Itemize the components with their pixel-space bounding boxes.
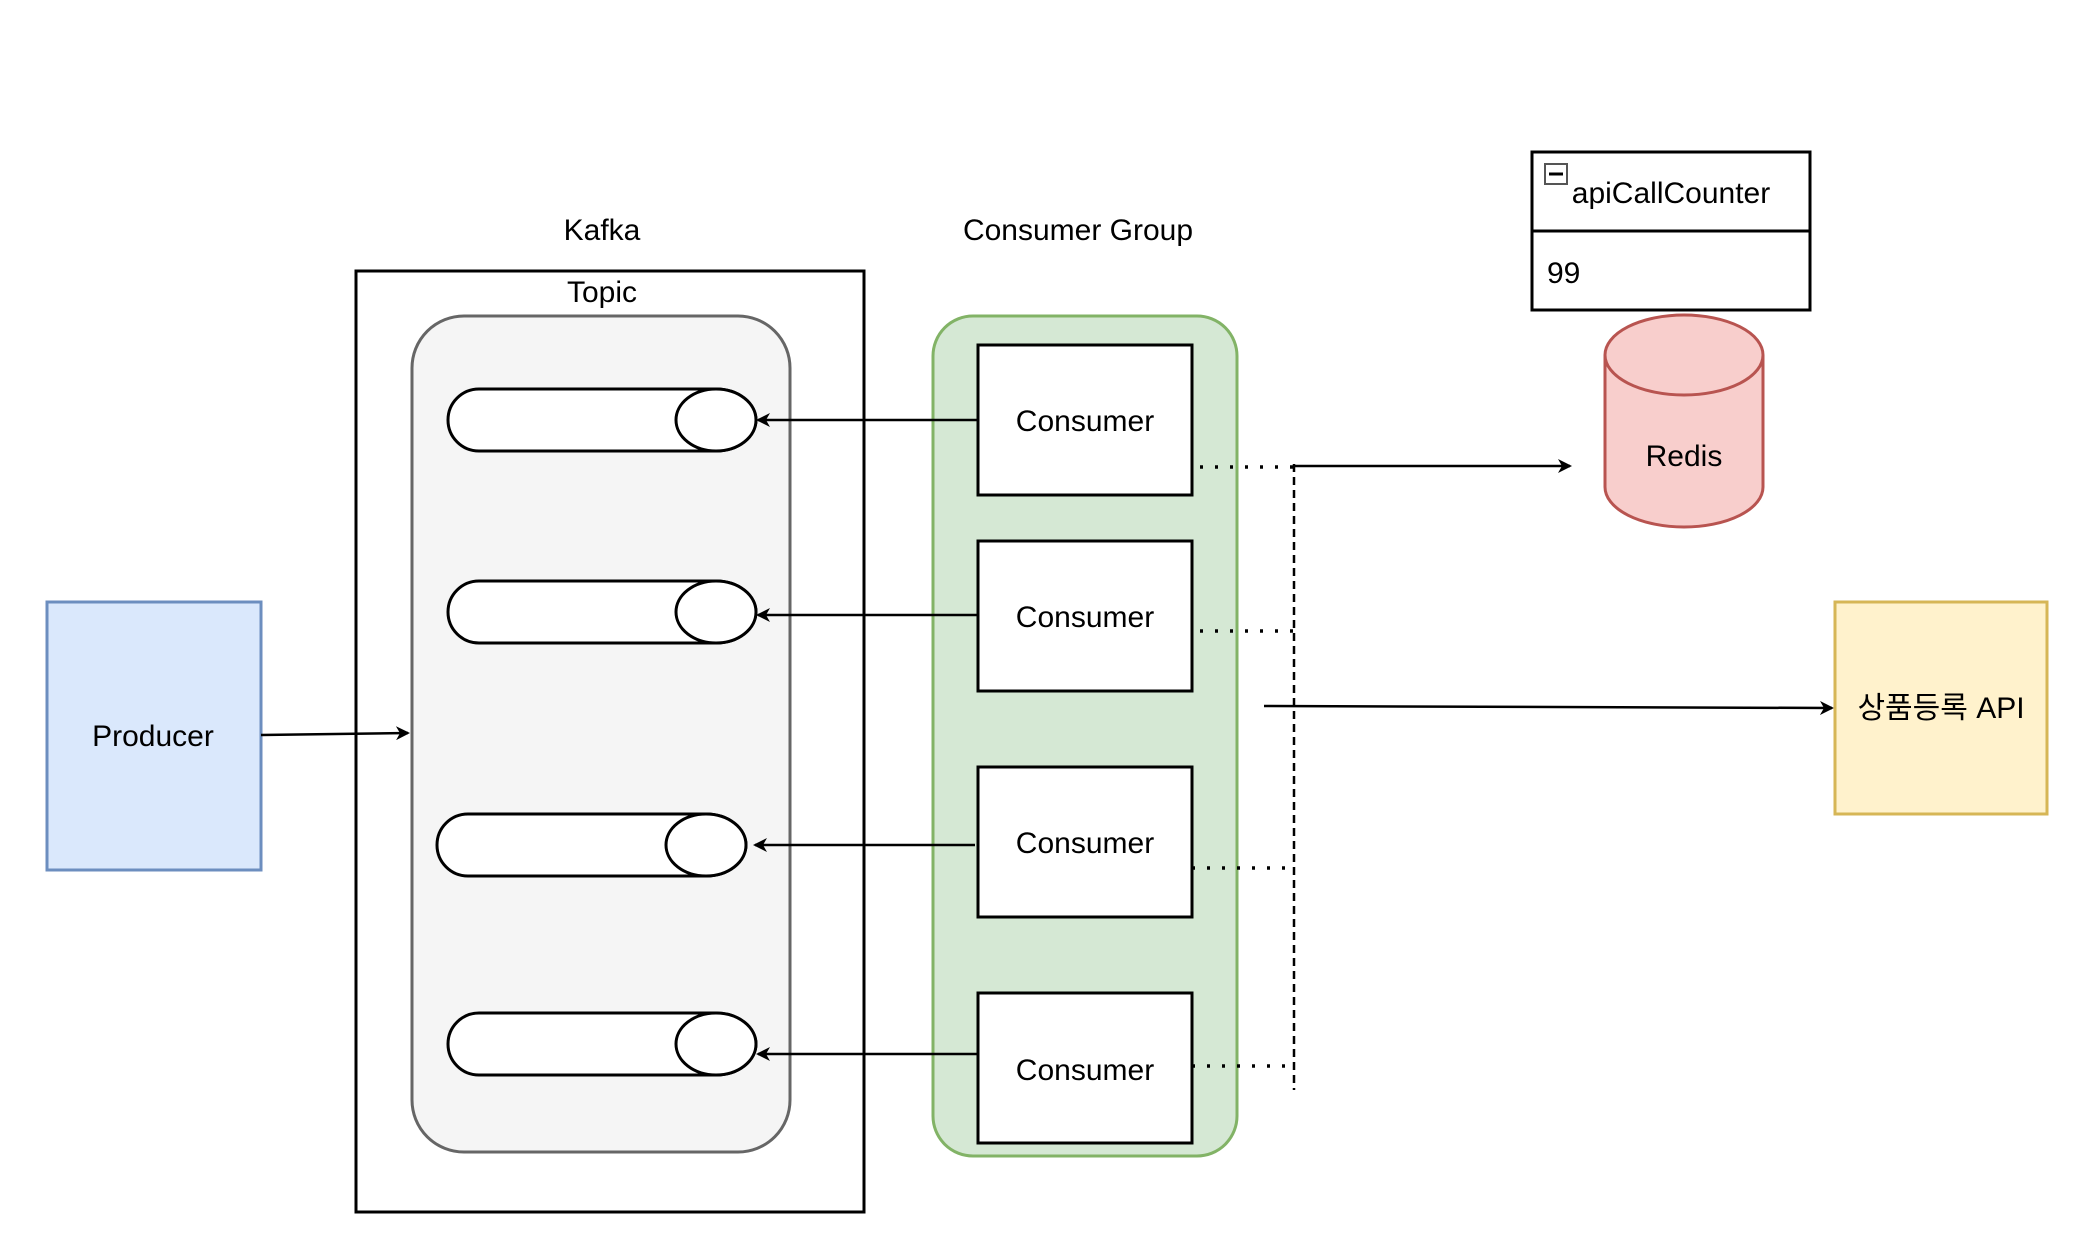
- partition-3: [435, 812, 748, 878]
- consumer-3: Consumer: [976, 765, 1194, 919]
- consumer-3-label: Consumer: [1016, 827, 1154, 860]
- to-api-arrow: [1263, 700, 1834, 715]
- producer-to-topic-arrow: [260, 726, 410, 741]
- producer-box: Producer: [45, 600, 263, 872]
- topic-label: Topic: [567, 276, 637, 309]
- consumer-2: Consumer: [976, 539, 1194, 693]
- consumer-2-label: Consumer: [1016, 601, 1154, 634]
- kafka-label: Kafka: [564, 214, 641, 247]
- product-api-box: 상품등록 API: [1833, 600, 2049, 816]
- consumer-1: Consumer: [976, 343, 1194, 497]
- topic-container: [410, 314, 792, 1154]
- counter-name: apiCallCounter: [1572, 177, 1770, 210]
- partition-1: [446, 387, 758, 453]
- consumer-group-container: [931, 314, 1239, 1158]
- partition-2: [446, 579, 758, 645]
- counter-value: 99: [1547, 257, 1580, 290]
- api-call-counter-table: apiCallCounter 99: [1530, 150, 1812, 312]
- redis-cylinder: Redis: [1603, 313, 1765, 529]
- api-label: 상품등록 API: [1857, 692, 2024, 725]
- consumer-4: Consumer: [976, 991, 1194, 1145]
- redis-label: Redis: [1646, 440, 1723, 473]
- collapse-icon[interactable]: [1544, 163, 1568, 185]
- consumer-1-label: Consumer: [1016, 405, 1154, 438]
- partition-4: [446, 1011, 758, 1077]
- consumer-4-label: Consumer: [1016, 1054, 1154, 1087]
- dotted-connectors: [1192, 465, 1294, 1068]
- producer-label: Producer: [92, 720, 214, 753]
- consumer-group-label: Consumer Group: [963, 214, 1193, 247]
